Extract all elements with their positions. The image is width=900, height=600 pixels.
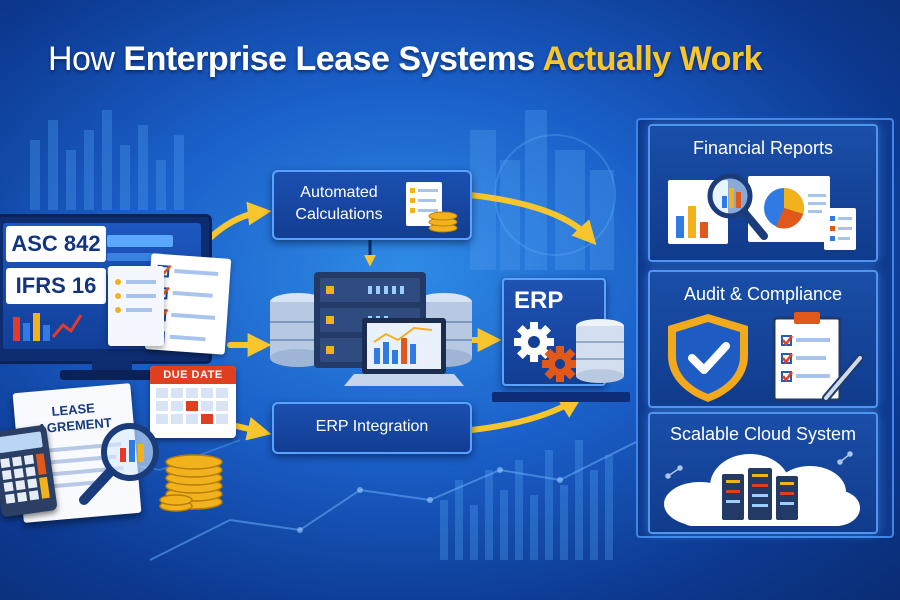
checklist-doc-2 — [108, 266, 164, 346]
ifrs16-badge: IFRS 16 — [6, 268, 106, 304]
magnifier-icon — [79, 423, 159, 505]
automated-calculations-label: Automated Calculations — [295, 184, 383, 223]
server-database-icon — [270, 272, 472, 386]
financial-reports-label: Financial Reports — [692, 138, 834, 158]
cloud-system-panel: Scalable Cloud System — [648, 412, 878, 534]
audit-compliance-label: Audit & Compliance — [683, 284, 843, 304]
page-title: How Enterprise Lease Systems Actually Wo… — [0, 40, 810, 79]
audit-compliance-panel: Audit & Compliance — [648, 270, 878, 408]
cloud-system-label: Scalable Cloud System — [669, 424, 857, 444]
automated-calculations-box: Automated Calculations — [272, 170, 472, 240]
due-date-label: DUE DATE — [150, 366, 236, 384]
arrow-to-erp-bottom — [469, 394, 584, 433]
calendar-grid-icon — [156, 388, 228, 424]
ifrs16-label: IFRS 16 — [15, 273, 97, 298]
cloud-server-icon — [664, 451, 860, 526]
due-date-calendar: DUE DATE — [150, 366, 236, 438]
asc842-badge: ASC 842 — [6, 226, 106, 262]
title-highlight: Actually Work — [542, 40, 763, 78]
list-icon — [115, 279, 156, 313]
arrow-to-erp-top — [467, 192, 597, 246]
calculator-icon — [0, 424, 58, 518]
erp-integration-box: ERP Integration — [272, 402, 472, 454]
coins-icon — [159, 454, 223, 512]
title-how: How — [47, 40, 124, 78]
erp-label: ERP — [514, 287, 564, 314]
arrow-to-integration — [229, 417, 272, 441]
financial-reports-panel: Financial Reports — [648, 124, 878, 262]
asc842-label: ASC 842 — [11, 231, 101, 256]
title-main: Enterprise Lease Systems — [123, 40, 543, 78]
calc-coins-icon — [428, 211, 458, 233]
mini-chart-icon — [13, 313, 83, 341]
gears-database-icon — [514, 319, 624, 383]
reports-icon — [668, 173, 856, 250]
erp-integration-label: ERP Integration — [315, 418, 429, 435]
shield-check-icon — [668, 312, 864, 402]
arrow-to-automated — [207, 201, 272, 241]
